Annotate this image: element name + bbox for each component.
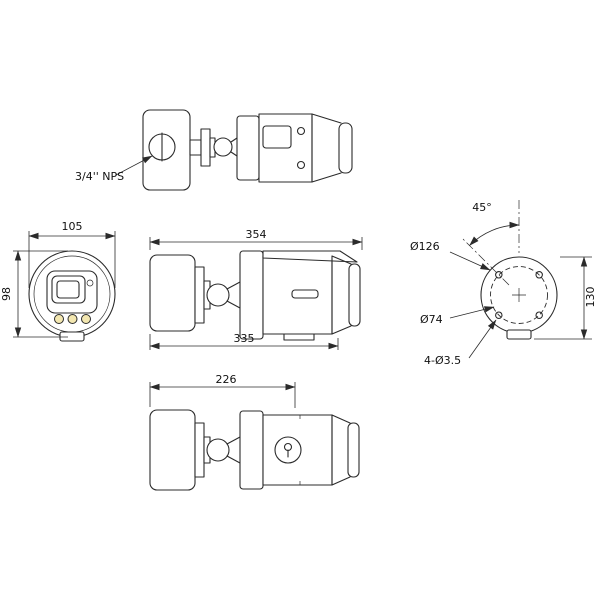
mount-hole-1 — [535, 271, 543, 279]
dim-angle: 45° — [472, 201, 492, 214]
mount-hole-2 — [495, 271, 503, 279]
thread-label: 3/4'' NPS — [75, 170, 124, 183]
lens-bezel-side — [239, 250, 264, 340]
lens-bezel-top — [236, 115, 260, 181]
lens-bezel-bottom — [239, 410, 264, 490]
mount-hole-3 — [495, 311, 503, 319]
front-face-plate — [46, 270, 98, 314]
dim-side-lower: 335 — [234, 332, 255, 345]
hinge-joint-bottom — [206, 438, 230, 462]
lens-aperture — [56, 280, 80, 299]
camera-body-bottom — [262, 414, 333, 486]
dim-holes: 4-Ø3.5 — [424, 354, 461, 367]
bracket-plate — [200, 128, 211, 167]
rear-mount-view: 45° Ø126 Ø74 4-Ø3.5 130 — [410, 200, 597, 367]
rear-taper-bottom — [331, 414, 351, 486]
mount-foot — [283, 333, 315, 341]
angle-arc — [469, 221, 520, 246]
rear-bottom-tab — [506, 329, 532, 340]
lock-screw — [274, 436, 302, 464]
hinge-cone — [230, 137, 238, 157]
bracket-neck — [189, 139, 202, 156]
led-2 — [67, 314, 78, 324]
side-view: 354 335 — [149, 228, 363, 350]
front-bottom-tab — [59, 331, 85, 342]
lens-window — [51, 275, 86, 304]
dim-front-width: 105 — [62, 220, 83, 233]
camera-body-side — [262, 255, 333, 335]
rear-taper-top — [311, 113, 342, 183]
dim-side-overall: 354 — [246, 228, 267, 241]
hinge-joint-side — [206, 283, 230, 307]
dim-outer-diameter: Ø126 — [410, 240, 440, 253]
bottom-view: 226 — [149, 373, 360, 491]
led-3 — [81, 314, 91, 324]
bolt-circle-leader — [449, 306, 495, 319]
angled-centerline — [462, 238, 510, 286]
rear-cap-top — [338, 122, 353, 174]
rear-cap-bottom — [347, 422, 360, 478]
rear-taper-side — [331, 255, 352, 335]
bracket-plate-side — [194, 266, 205, 324]
junction-box-side — [149, 254, 196, 332]
dim-bolt-circle: Ø74 — [420, 313, 443, 326]
dim-rear-height: 130 — [584, 287, 597, 308]
front-outer-ring — [28, 250, 116, 338]
hinge-cone-side — [226, 281, 241, 309]
holes-leader — [468, 319, 497, 359]
outer-dia-leader — [449, 251, 491, 271]
rear-cap-side — [348, 263, 361, 327]
led-1 — [54, 314, 64, 324]
dim-bottom-length: 226 — [216, 373, 237, 386]
screw-top-1 — [296, 126, 306, 136]
mount-hole-4 — [535, 311, 543, 319]
ir-sensor — [86, 279, 94, 287]
nps-leader — [115, 155, 153, 176]
junction-box-bottom — [149, 409, 196, 491]
hinge-cone-bottom — [226, 436, 241, 464]
junction-box-top — [142, 109, 191, 191]
bracket-plate-bottom — [194, 422, 205, 478]
bolt-circle — [490, 266, 548, 324]
sunshield — [262, 250, 358, 263]
top-view: 3/4'' NPS — [75, 109, 353, 191]
front-view: 105 98 — [0, 220, 116, 342]
hinge-joint — [213, 137, 233, 157]
body-panel — [262, 125, 292, 149]
dim-front-height: 98 — [0, 287, 13, 301]
center-mark — [512, 288, 526, 302]
body-slot — [291, 289, 319, 299]
screw-top-2 — [296, 160, 306, 170]
